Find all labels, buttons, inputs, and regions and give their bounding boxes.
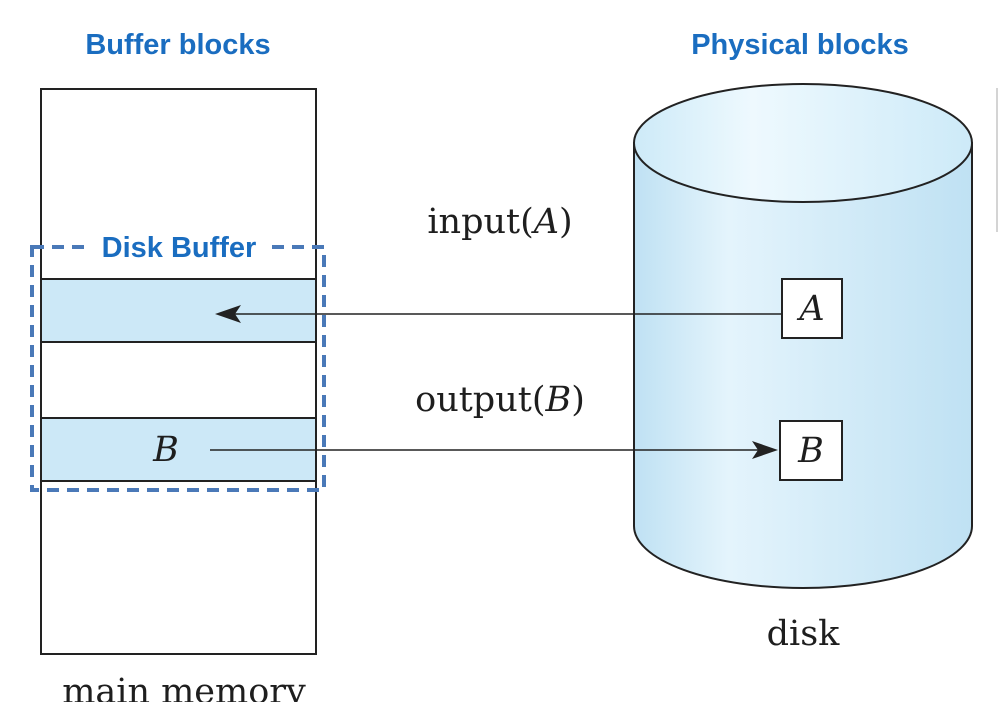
physical-blocks-title: Physical blocks bbox=[691, 29, 909, 61]
input-operation-label-close-paren: ) bbox=[559, 202, 573, 242]
input-arrow-head bbox=[215, 305, 241, 323]
buffer-blocks-title: Buffer blocks bbox=[85, 29, 271, 61]
input-operation-label-name: input( bbox=[427, 202, 534, 242]
disk-cylinder-top bbox=[633, 83, 973, 203]
output-arrow-head bbox=[752, 441, 778, 459]
disk-block-b-label: B bbox=[798, 431, 824, 471]
input-operation-label: input(A) bbox=[380, 200, 620, 244]
output-operation-label-argument: B bbox=[545, 380, 572, 420]
buffered-block-b-label: B bbox=[153, 430, 179, 470]
main-memory-label: main memory bbox=[62, 673, 306, 702]
disk-block-a-label: A bbox=[799, 289, 825, 329]
buffer-block-a bbox=[40, 278, 317, 343]
disk-block-a bbox=[781, 278, 843, 339]
disk-label: disk bbox=[766, 614, 840, 654]
output-operation-label-close-paren: ) bbox=[571, 380, 585, 420]
disk-buffer-label: Disk Buffer bbox=[89, 231, 269, 265]
disk-block-b bbox=[779, 420, 843, 481]
disk-cylinder-body bbox=[633, 142, 973, 589]
output-operation-label-name: output( bbox=[415, 380, 546, 420]
main-memory-block bbox=[40, 88, 317, 655]
input-operation-label-argument: A bbox=[533, 202, 560, 242]
output-operation-label: output(B) bbox=[380, 378, 620, 422]
